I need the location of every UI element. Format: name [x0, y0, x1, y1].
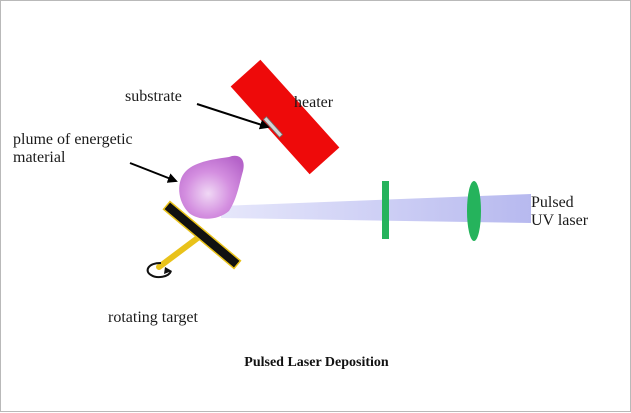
aperture-plate	[382, 181, 389, 239]
label-laser-line1: Pulsed	[531, 194, 574, 211]
target-face	[162, 200, 242, 270]
diagram-caption: Pulsed Laser Deposition	[244, 355, 389, 370]
target-rod	[156, 231, 206, 270]
rotation-arrowhead-icon	[164, 267, 172, 274]
substrate-pointer-arrow	[196, 103, 270, 130]
laser-beam	[221, 194, 531, 223]
label-laser-line2: UV laser	[531, 212, 589, 229]
plume	[179, 155, 244, 219]
rotation-arrow-icon	[146, 262, 172, 279]
label-heater: heater	[294, 94, 334, 111]
focusing-lens	[467, 181, 481, 241]
label-plume-line2: material	[13, 149, 66, 166]
label-plume-line1: plume of energetic	[13, 131, 133, 148]
label-rotating-target: rotating target	[108, 309, 198, 326]
heater-block	[230, 59, 340, 175]
plume-pointer-arrow	[129, 162, 178, 183]
label-substrate: substrate	[125, 88, 182, 105]
